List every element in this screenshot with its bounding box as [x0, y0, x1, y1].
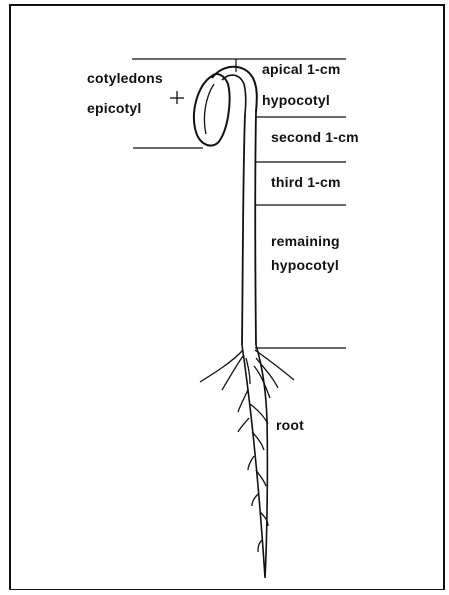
hypocotyl-stem-left-edge [242, 114, 245, 345]
label-third-1cm: third 1-cm [271, 174, 341, 190]
cotyledons-inner-line [204, 84, 214, 134]
figure-frame [10, 5, 444, 590]
label-remaining: remaining [271, 233, 340, 249]
label-root: root [276, 417, 304, 433]
label-cotyledons: cotyledons [87, 70, 163, 86]
cotyledons-outline [194, 74, 230, 145]
label-remaining-hypocotyl: hypocotyl [271, 257, 339, 273]
hypocotyl-stem-right-edge [255, 112, 256, 345]
label-apical-1cm: apical 1-cm [262, 61, 340, 77]
label-epicotyl: epicotyl [87, 100, 142, 116]
label-second-1cm: second 1-cm [271, 129, 359, 145]
label-hypocotyl: hypocotyl [262, 92, 330, 108]
main-root [242, 345, 267, 578]
